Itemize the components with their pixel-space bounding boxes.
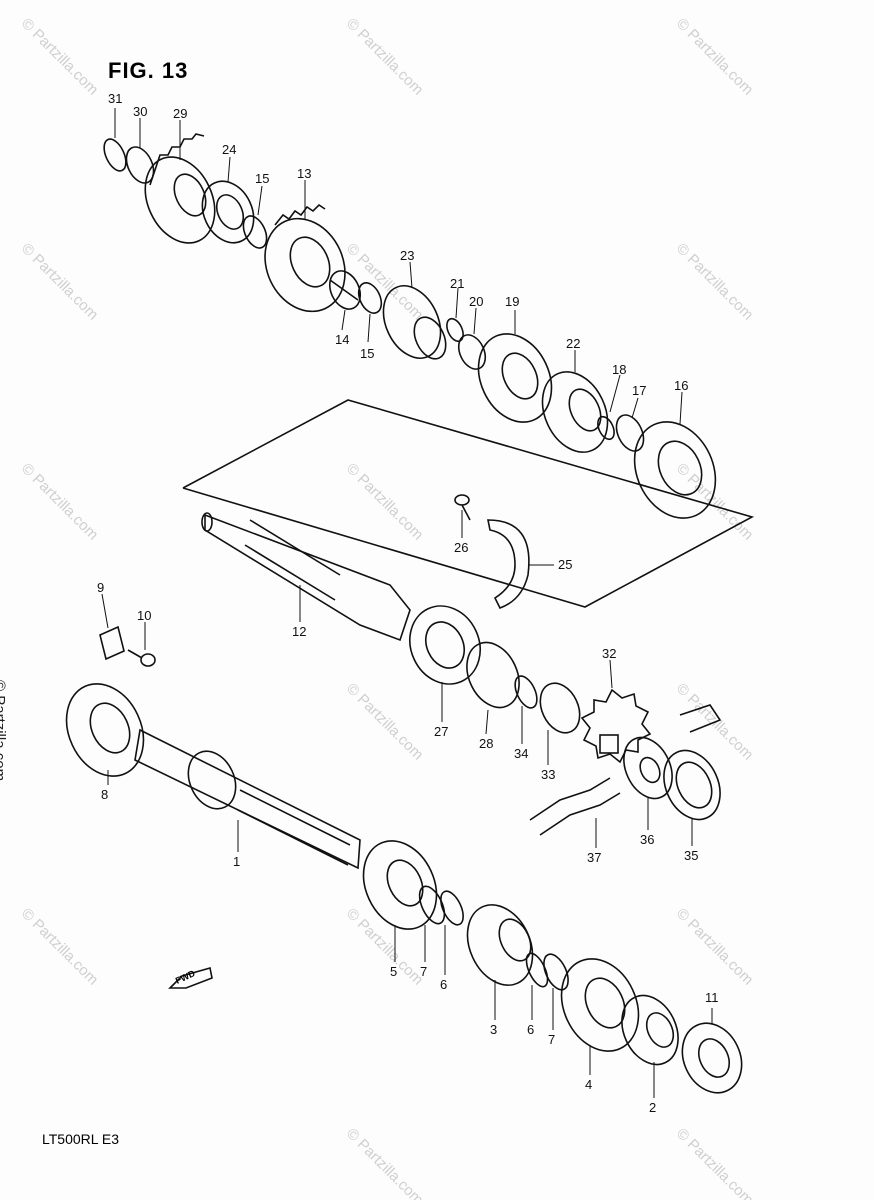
retainer-25 bbox=[487, 519, 530, 609]
washer-15a bbox=[242, 215, 268, 249]
gear-19 bbox=[477, 333, 553, 423]
o-ring-34 bbox=[514, 675, 538, 709]
gear-4 bbox=[560, 958, 640, 1052]
bearing-11 bbox=[681, 1022, 743, 1094]
callout-30: 30 bbox=[133, 104, 148, 119]
callout-34: 34 bbox=[514, 746, 529, 761]
mainshaft-1 bbox=[134, 728, 361, 870]
callout-5: 5 bbox=[390, 964, 398, 979]
chain-37 bbox=[529, 704, 722, 836]
callout-6b: 6 bbox=[527, 1022, 535, 1037]
gear-3 bbox=[466, 904, 534, 986]
callout-15b: 15 bbox=[360, 346, 375, 361]
group-box bbox=[182, 399, 755, 608]
oil-seal-28 bbox=[466, 641, 520, 709]
bearing-27 bbox=[409, 605, 481, 685]
gear-5 bbox=[362, 840, 438, 930]
callout-2: 2 bbox=[649, 1100, 657, 1115]
circlip-18 bbox=[597, 415, 615, 441]
screw-10 bbox=[127, 649, 156, 667]
circlip-31 bbox=[103, 138, 127, 172]
washer-7a bbox=[418, 885, 446, 925]
callout-15: 15 bbox=[255, 171, 270, 186]
callout-37: 37 bbox=[587, 850, 602, 865]
callout-29: 29 bbox=[173, 106, 188, 121]
callout-33: 33 bbox=[541, 767, 556, 782]
washer-7b bbox=[543, 953, 569, 991]
callout-10: 10 bbox=[137, 608, 152, 623]
washer-20 bbox=[457, 334, 487, 370]
callout-23: 23 bbox=[400, 248, 415, 263]
callout-26: 26 bbox=[454, 540, 469, 555]
fwd-arrow bbox=[168, 966, 213, 989]
bearing-24 bbox=[201, 180, 255, 244]
model-code: LT500RL E3 bbox=[42, 1131, 120, 1147]
callout-7b: 7 bbox=[548, 1032, 556, 1047]
washer-17 bbox=[615, 414, 645, 452]
callout-6: 6 bbox=[440, 977, 448, 992]
callout-20: 20 bbox=[469, 294, 484, 309]
gear-23 bbox=[382, 285, 447, 360]
callout-28: 28 bbox=[479, 736, 494, 751]
callout-1: 1 bbox=[233, 854, 241, 869]
callout-24: 24 bbox=[222, 142, 237, 157]
countershaft-12 bbox=[201, 512, 411, 642]
plate-36 bbox=[623, 736, 673, 800]
gear-13 bbox=[264, 203, 346, 313]
callout-18: 18 bbox=[612, 362, 627, 377]
callout-7: 7 bbox=[420, 964, 428, 979]
figure-title: FIG. 13 bbox=[108, 58, 189, 83]
circlip-6a bbox=[440, 890, 464, 926]
screw-26 bbox=[454, 494, 471, 521]
callout-13: 13 bbox=[297, 166, 312, 181]
callout-31: 31 bbox=[108, 91, 123, 106]
callout-35: 35 bbox=[684, 848, 699, 863]
callout-36: 36 bbox=[640, 832, 655, 847]
callout-21: 21 bbox=[450, 276, 465, 291]
callout-25: 25 bbox=[558, 557, 573, 572]
gear-22 bbox=[541, 371, 609, 453]
leader-lines bbox=[101, 108, 713, 1098]
spacer-33 bbox=[539, 682, 581, 734]
washer-15b bbox=[357, 282, 383, 314]
callout-16: 16 bbox=[674, 378, 689, 393]
callout-12: 12 bbox=[292, 624, 307, 639]
callout-3: 3 bbox=[490, 1022, 498, 1037]
callout-17: 17 bbox=[632, 383, 647, 398]
callout-27: 27 bbox=[434, 724, 449, 739]
callout-19: 19 bbox=[505, 294, 520, 309]
bearing-8 bbox=[65, 683, 145, 777]
callout-4: 4 bbox=[585, 1077, 593, 1092]
callout-9: 9 bbox=[97, 580, 105, 595]
callout-22: 22 bbox=[566, 336, 581, 351]
callout-11: 11 bbox=[705, 990, 719, 1005]
gear-2 bbox=[621, 994, 679, 1066]
circlip-21 bbox=[446, 317, 464, 343]
circlip-6b bbox=[525, 952, 549, 988]
plate-9 bbox=[99, 625, 125, 661]
seal-35 bbox=[663, 749, 721, 821]
sprocket-32 bbox=[580, 688, 652, 764]
callout-32: 32 bbox=[602, 646, 617, 661]
needle-bearing-14 bbox=[328, 270, 362, 310]
gear-16 bbox=[633, 421, 717, 519]
callout-14: 14 bbox=[335, 332, 350, 347]
washer-30 bbox=[125, 146, 155, 184]
callout-8: 8 bbox=[101, 787, 109, 802]
